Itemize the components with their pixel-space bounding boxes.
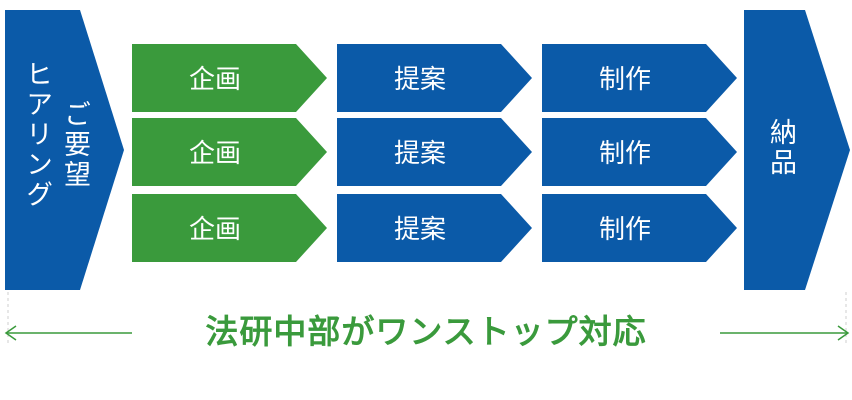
stage-arrow-production-3	[542, 194, 737, 262]
stage-label-proposal-1: 提案	[394, 65, 446, 95]
start-block-line-1: ご要望	[59, 100, 90, 190]
stage-arrow-proposal-1	[337, 44, 532, 112]
span-arrow-left-head	[4, 325, 17, 341]
stage-label-plan-3: 企画	[189, 215, 241, 245]
stage-arrow-proposal-2	[337, 118, 532, 186]
stage-label-production-3: 制作	[599, 215, 651, 245]
stage-label-plan-2: 企画	[189, 139, 241, 169]
one-stop-caption: 法研中部がワンストップ対応	[205, 312, 647, 351]
start-block-shape	[5, 10, 124, 290]
stage-arrow-production-1	[542, 44, 737, 112]
stage-label-proposal-3: 提案	[394, 215, 446, 245]
stage-label-production-2: 制作	[599, 139, 651, 169]
stage-label-production-1: 制作	[599, 65, 651, 95]
stage-arrow-plan-3	[132, 194, 327, 262]
stage-arrow-proposal-3	[337, 194, 532, 262]
end-block-shape	[744, 10, 850, 290]
stage-arrow-production-2	[542, 118, 737, 186]
start-block-line-2: ヒアリング	[21, 60, 52, 210]
stage-arrow-plan-1	[132, 44, 327, 112]
span-arrow-right-head	[837, 325, 850, 341]
stage-label-proposal-2: 提案	[394, 139, 446, 169]
end-block-label: 納品	[765, 118, 796, 178]
stage-label-plan-1: 企画	[189, 65, 241, 95]
stage-arrow-plan-2	[132, 118, 327, 186]
